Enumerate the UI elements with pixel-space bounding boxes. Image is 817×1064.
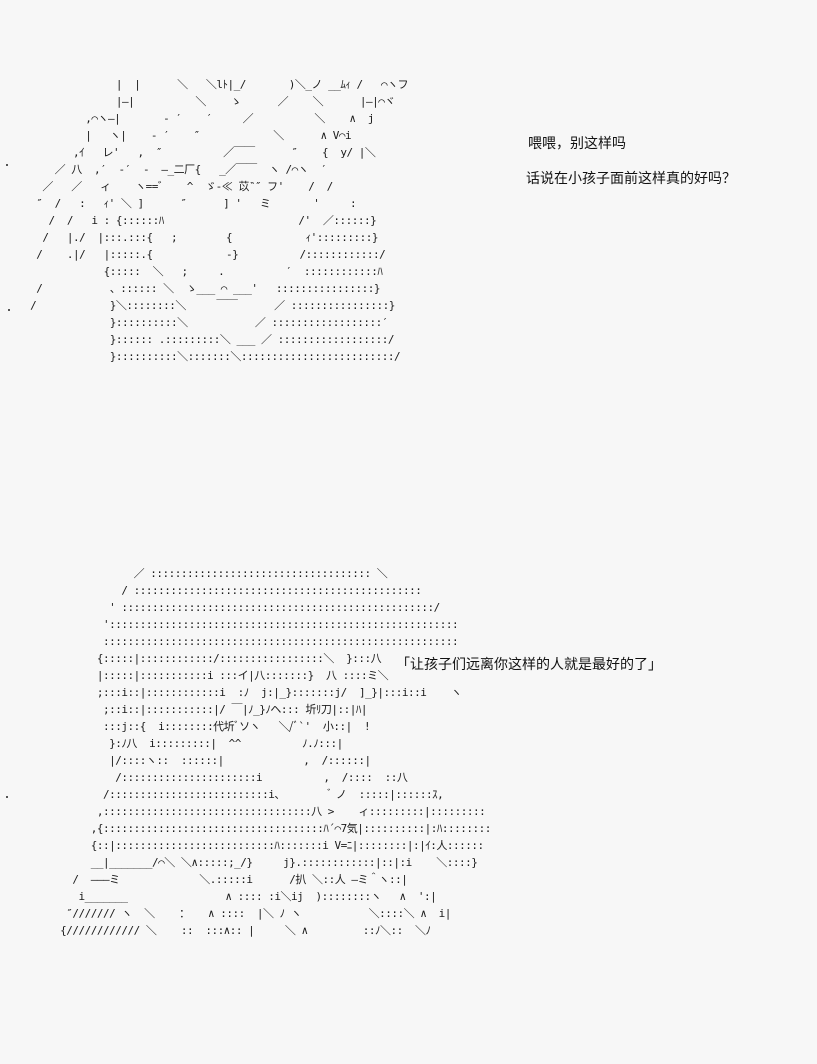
ascii-art-bottom-panel: ／ :::::::::::::::::::::::::::::::::::: ＼… <box>60 567 491 937</box>
dialogue-line-2: 话说在小孩子面前这样真的好吗？ <box>526 171 736 187</box>
ascii-art-top-panel: | | ＼ ＼lﾄ|_/ )＼_ノ __ﾑｨ / ⌒ヽフ |―| ＼ ゝ ／ ＼… <box>30 78 409 363</box>
scan-mark <box>8 309 10 311</box>
dialogue-line-1: 喂喂，别这样吗 <box>528 136 626 152</box>
dialogue-line-3: 「让孩子们远离你这样的人就是最好的了」 <box>396 657 662 673</box>
scan-mark <box>6 164 8 166</box>
scan-mark <box>6 796 8 798</box>
